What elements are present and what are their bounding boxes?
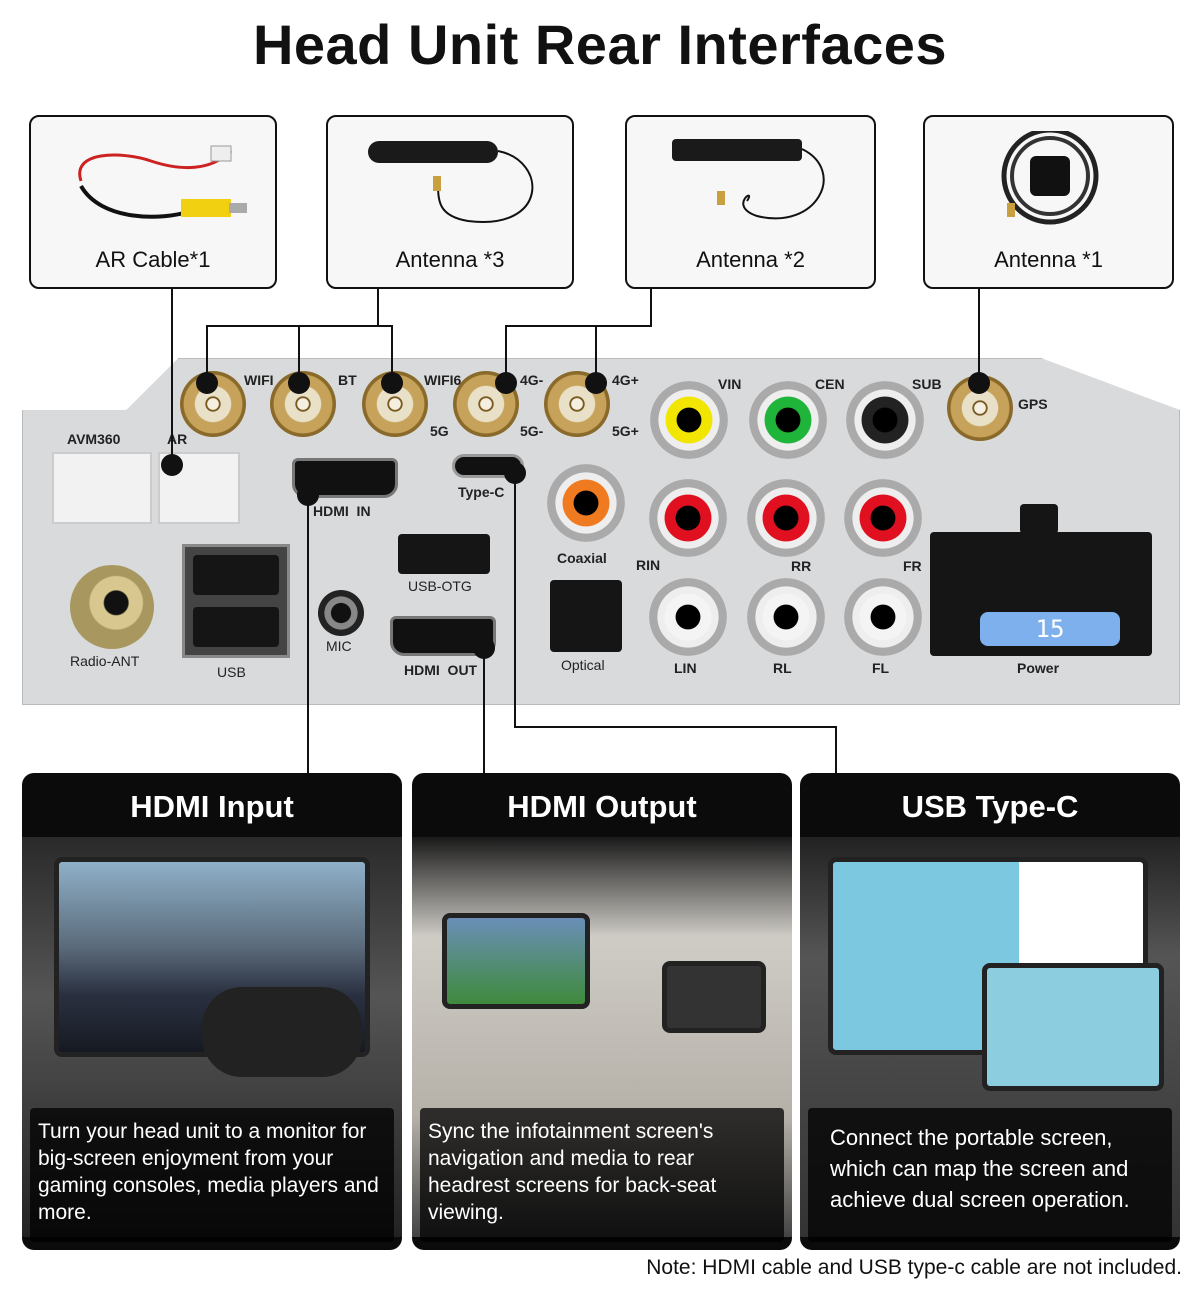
connector-dot [297,484,319,506]
leader-line [650,288,652,326]
port-label: CEN [815,376,845,392]
port-label: FL [872,660,890,676]
accessory-label: AR Cable*1 [95,247,211,272]
card-title: USB Type-C [901,789,1079,824]
port-label: MIC [326,638,352,654]
port-label: 4G- [520,372,544,388]
accessory-antenna-3: Antenna *3 [326,115,574,289]
accessory-label: Antenna *2 [696,247,805,272]
fl-jack [844,578,922,656]
leader-line [377,288,379,326]
connector-dot [196,372,218,394]
accessory-antenna-2: Antenna *2 [625,115,876,289]
power-connector-latch [1020,504,1058,534]
avm360-connector [52,452,152,524]
accessory-ar-cable: AR Cable*1 [29,115,277,289]
accessory-label: Antenna *1 [994,247,1103,272]
card-caption: Connect the portable screen, which can m… [808,1108,1172,1242]
leader-line [171,288,173,465]
card-hdmi-output: HDMI Output Sync the infotainment screen… [412,773,792,1250]
ar-cable-icon [78,145,247,219]
rr-jack [747,479,825,557]
note-text: Note: HDMI cable and USB type-c cable ar… [646,1256,1182,1279]
port-label: LIN [674,660,697,676]
sub-jack [846,381,924,459]
radio-ant-port [70,565,154,649]
port-label: USB [217,664,246,680]
port-label: USB-OTG [408,578,472,594]
port-label: 5G- [520,423,544,439]
port-label: 5G [430,423,449,439]
rl-jack [747,578,825,656]
antenna-icon [368,141,534,223]
port-label: HDMI OUT [404,662,478,678]
leader-line [835,726,837,773]
port-label: WIFI6 [424,372,462,388]
coaxial-jack [547,464,625,542]
page-title: Head Unit Rear Interfaces [252,13,948,76]
gps-antenna-icon [1001,131,1099,225]
port-label: Type-C [458,484,505,500]
antenna-icon [672,139,825,220]
connector-dot [381,372,403,394]
leader-line [391,325,393,383]
usb-ports [182,544,290,658]
port-label: RIN [636,557,661,573]
port-label: 5G+ [612,423,639,439]
leader-line [298,325,300,383]
leader-line [978,288,980,383]
connector-dot [495,372,517,394]
leader-line [483,648,485,773]
optical-port [550,580,622,652]
port-label: RL [773,660,792,676]
card-usb-type-c: USB Type-C Connect the portable screen, … [800,773,1180,1250]
port-label: GPS [1018,396,1048,412]
card-caption: Turn your head unit to a monitor for big… [30,1108,394,1242]
connector-dot [504,462,526,484]
connector-dot [968,372,990,394]
connector-dot [288,372,310,394]
port-label: SUB [912,376,942,392]
leader-line [505,325,507,383]
accessory-antenna-1: Antenna *1 [923,115,1174,289]
cen-jack [749,381,827,459]
port-label: Optical [561,657,605,673]
port-label: Radio-ANT [70,653,140,669]
port-label: HDMI IN [313,503,371,519]
rin-jack [649,479,727,557]
port-label: FR [903,558,922,574]
leader-line [206,325,208,383]
port-label: Coaxial [557,550,607,566]
leader-line [505,325,652,327]
fuse: 15 [980,612,1120,646]
leader-line [307,495,309,773]
usb-otg-port [398,534,490,574]
vin-jack [650,381,728,459]
connector-dot [161,454,183,476]
leader-line [595,325,597,383]
port-label: WIFI [244,372,274,388]
leader-line [514,726,837,728]
connector-dot [473,637,495,659]
connector-dot [585,372,607,394]
lin-jack [649,578,727,656]
mic-port [318,590,364,636]
card-hdmi-input: HDMI Input Turn your head unit to a moni… [22,773,402,1250]
accessory-label: Antenna *3 [395,247,505,272]
port-label: Power [1017,660,1060,676]
port-label: 4G+ [612,372,639,388]
card-title: HDMI Input [130,789,294,824]
port-label: VIN [718,376,742,392]
port-label: AVM360 [67,431,121,447]
fr-jack [844,479,922,557]
card-title: HDMI Output [507,789,697,824]
port-label: RR [791,558,812,574]
card-caption: Sync the infotainment screen's navigatio… [420,1108,784,1242]
port-label: BT [338,372,357,388]
leader-line [514,473,516,727]
